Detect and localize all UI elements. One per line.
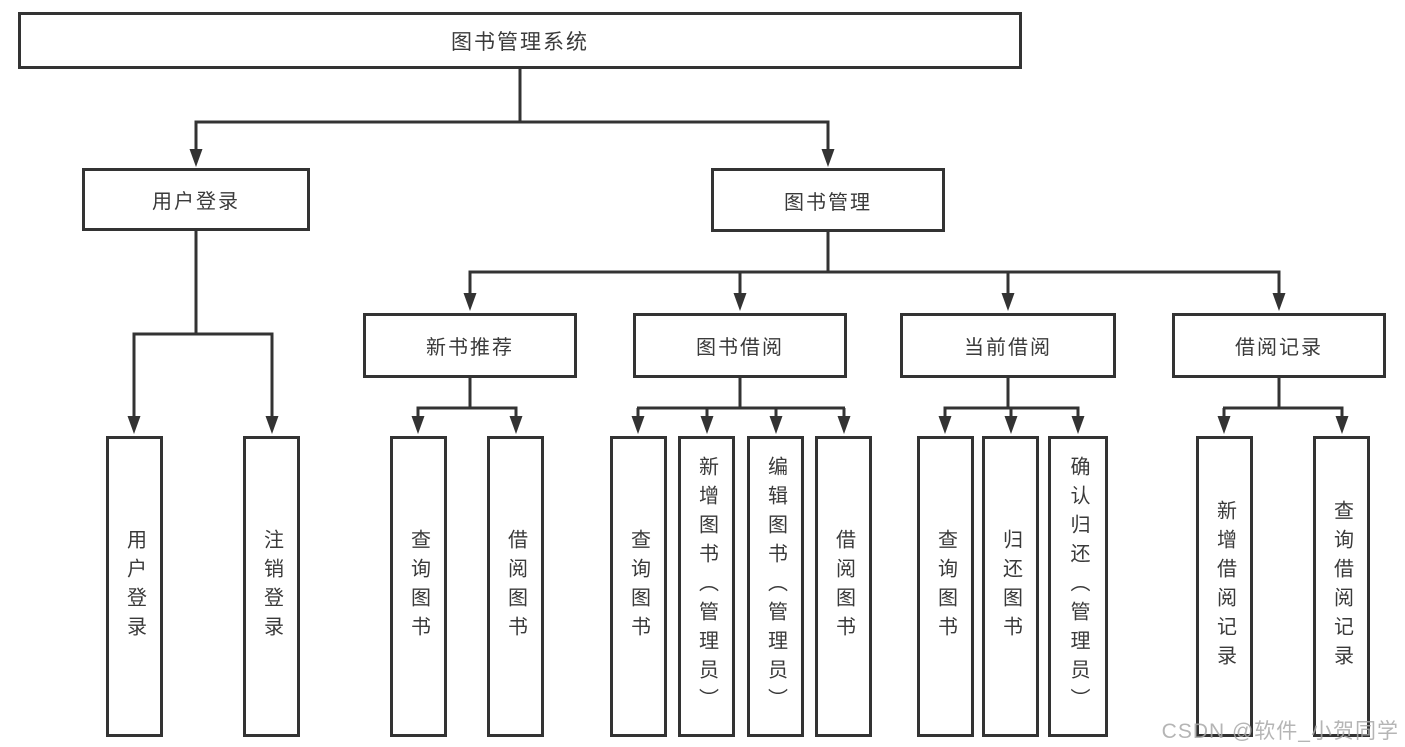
leaf-confirm-return-admin: 确认归还（管理员） (1048, 436, 1108, 737)
leaf-borrow-books-recommend-label: 借阅图书 (504, 528, 527, 645)
leaf-add-borrow-record-label: 新增借阅记录 (1213, 499, 1236, 674)
connector-book-borrow-to-leaves (631, 378, 851, 434)
node-book-borrow-label: 图书借阅 (696, 337, 784, 359)
leaf-add-book-admin-label: 新增图书（管理员） (695, 456, 718, 717)
leaf-user-login: 用户登录 (106, 436, 163, 737)
connector-borrow-record-to-leaves (1217, 378, 1349, 434)
leaf-query-books-borrow: 查询图书 (610, 436, 667, 737)
leaf-edit-book-admin: 编辑图书（管理员） (747, 436, 804, 737)
leaf-edit-book-admin-label: 编辑图书（管理员） (764, 456, 787, 717)
node-system-root-label: 图书管理系统 (451, 30, 589, 54)
node-book-management: 图书管理 (711, 168, 945, 232)
node-new-book-recommend-label: 新书推荐 (426, 337, 514, 359)
node-book-management-label: 图书管理 (784, 191, 872, 214)
leaf-return-books: 归还图书 (982, 436, 1039, 737)
connector-new-book-to-leaves (411, 378, 523, 434)
node-user-login: 用户登录 (82, 168, 310, 231)
node-new-book-recommend: 新书推荐 (363, 313, 577, 378)
leaf-query-books-borrow-label: 查询图书 (627, 528, 650, 645)
leaf-query-books-recommend: 查询图书 (390, 436, 447, 737)
leaf-return-books-label: 归还图书 (999, 528, 1022, 645)
leaf-logout: 注销登录 (243, 436, 300, 737)
leaf-borrow-books-recommend: 借阅图书 (487, 436, 544, 737)
node-current-borrow: 当前借阅 (900, 313, 1116, 378)
leaf-borrow-books: 借阅图书 (815, 436, 872, 737)
leaf-query-books-current: 查询图书 (917, 436, 974, 737)
leaf-logout-label: 注销登录 (260, 528, 283, 645)
leaf-borrow-books-label: 借阅图书 (832, 528, 855, 645)
leaf-user-login-label: 用户登录 (123, 528, 146, 645)
node-borrow-record-label: 借阅记录 (1235, 337, 1323, 359)
leaf-query-books-current-label: 查询图书 (934, 528, 957, 645)
leaf-query-borrow-record-label: 查询借阅记录 (1330, 499, 1353, 674)
leaf-add-borrow-record: 新增借阅记录 (1196, 436, 1253, 737)
connector-current-borrow-to-leaves (938, 378, 1085, 434)
leaf-query-borrow-record: 查询借阅记录 (1313, 436, 1370, 737)
leaf-query-books-recommend-label: 查询图书 (407, 528, 430, 645)
connector-root-to-level2 (189, 69, 835, 167)
node-user-login-label: 用户登录 (152, 191, 240, 213)
leaf-add-book-admin: 新增图书（管理员） (678, 436, 735, 737)
node-borrow-record: 借阅记录 (1172, 313, 1386, 378)
leaf-confirm-return-admin-label: 确认归还（管理员） (1067, 456, 1089, 717)
node-current-borrow-label: 当前借阅 (964, 337, 1052, 359)
node-system-root: 图书管理系统 (18, 12, 1022, 69)
connector-user-login-to-leaves (127, 231, 279, 434)
connector-book-mgmt-to-level3 (463, 232, 1286, 311)
node-book-borrow: 图书借阅 (633, 313, 847, 378)
